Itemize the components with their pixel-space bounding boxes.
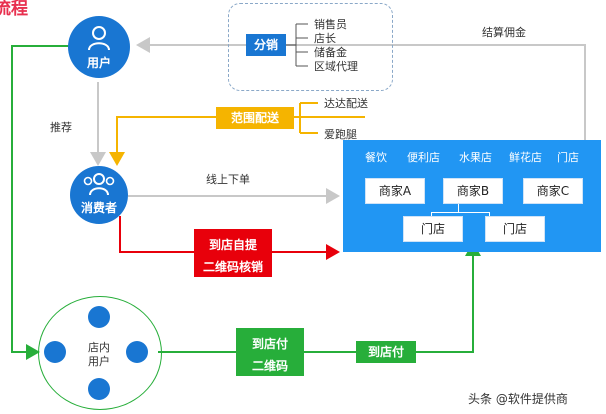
group-icon (83, 173, 115, 196)
delivery-option: 达达配送 (324, 97, 368, 110)
in-store-label: 用户 (88, 355, 110, 368)
merchant-box: 商家C (523, 178, 583, 204)
recommend-label: 推荐 (50, 121, 72, 134)
category-label: 门店 (557, 151, 579, 164)
category-label: 鲜花店 (509, 151, 542, 164)
pay-tag: 到店付 (356, 341, 416, 363)
distribution-item: 店长 (314, 32, 336, 45)
page-title: 流程 (0, 0, 28, 19)
pickup-line2: 二维码核销 (202, 260, 263, 274)
distribution-item: 区域代理 (314, 60, 358, 73)
pay-box-line2: 二维码 (251, 359, 288, 373)
user-avatar-icon (126, 341, 148, 363)
distribution-tag: 分销 (246, 34, 286, 56)
delivery-tag: 范围配送 (216, 107, 294, 129)
merchant-connectors (458, 204, 459, 212)
consumer-node: 消费者 (70, 166, 128, 224)
category-label: 便利店 (407, 151, 440, 164)
consumer-node-label: 消费者 (80, 201, 117, 215)
user-node-label: 用户 (86, 56, 111, 70)
in-store-users-group (38, 296, 162, 410)
distribution-item: 储备金 (314, 46, 347, 59)
pickup-box: 到店自提 二维码核销 (194, 229, 272, 277)
delivery-option: 爱跑腿 (324, 128, 357, 141)
user-avatar-icon (88, 378, 110, 400)
merchant-connectors (431, 212, 489, 213)
store-box: 门店 (403, 216, 463, 242)
in-store-label: 店内 (88, 341, 110, 354)
merchant-connectors (489, 212, 490, 218)
left-green-path (11, 45, 70, 360)
distribution-group (228, 3, 393, 91)
online-order-label: 线上下单 (206, 173, 250, 186)
pickup-line1: 到店自提 (208, 238, 257, 252)
watermark: 头条 @软件提供商 (468, 392, 568, 406)
merchant-box: 商家A (365, 178, 425, 204)
merchant-box: 商家B (443, 178, 503, 204)
distribution-item: 销售员 (314, 18, 347, 31)
category-label: 餐饮 (365, 151, 387, 164)
merchant-connectors (431, 212, 432, 218)
user-avatar-icon (88, 306, 110, 328)
user-node: 用户 (68, 16, 130, 78)
store-box: 门店 (485, 216, 545, 242)
commission-label: 结算佣金 (482, 26, 526, 39)
user-avatar-icon (44, 341, 66, 363)
user-icon (88, 26, 110, 51)
pay-box-line1: 到店付 (251, 337, 288, 351)
merchant-panel: 餐饮 便利店 水果店 鲜花店 门店 商家A 商家B 商家C 门店 门店 (343, 140, 601, 252)
category-label: 水果店 (459, 151, 492, 164)
pay-box: 到店付 二维码 (236, 328, 304, 376)
